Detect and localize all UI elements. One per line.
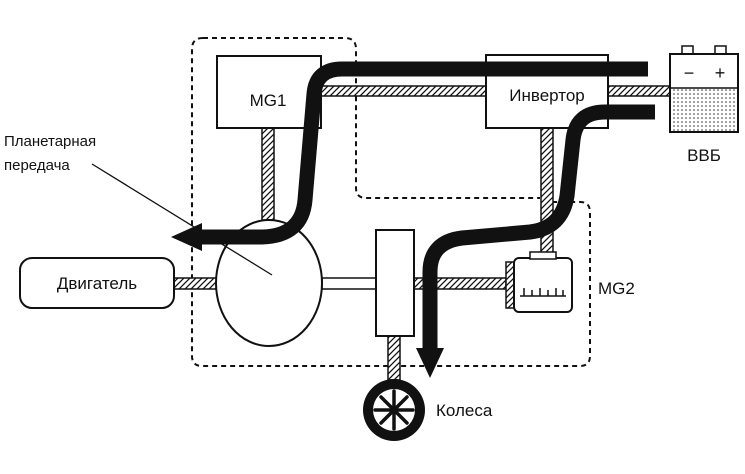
planetary-gear <box>215 219 323 347</box>
mg1-inverter-dashed-boundary <box>203 37 540 199</box>
mg1-label: MG1 <box>250 91 287 110</box>
battery-plus-sign: + <box>715 63 726 83</box>
inverter-battery-link <box>607 85 671 97</box>
inverter-mg2-link <box>540 127 554 261</box>
planetary-label-line2: передача <box>4 157 70 174</box>
flow-arrowhead-down <box>416 348 444 378</box>
reduction-gear <box>375 229 415 337</box>
mg2-motor <box>505 251 573 313</box>
wheel-shaft <box>387 335 401 381</box>
mg2-body <box>513 257 573 313</box>
inverter-label: Инвертор <box>509 86 585 105</box>
flow-arrow-battery-to-planetary <box>200 61 648 245</box>
flow-arrowhead-left <box>171 223 202 251</box>
battery-electrolyte <box>671 88 737 131</box>
mg1-inverter-link <box>319 85 489 97</box>
mg2-terminal <box>529 251 557 260</box>
mg1-shaft <box>261 127 275 221</box>
planetary-output-shaft <box>321 277 377 290</box>
battery-label: ВВБ <box>687 146 721 165</box>
planetary-callout-line <box>91 163 273 276</box>
wheel-icon <box>363 379 425 441</box>
drive-unit-dashed-boundary <box>191 37 591 367</box>
engine-label: Двигатель <box>57 274 137 293</box>
flow-arrow-battery-to-wheels <box>422 104 655 350</box>
mg2-label: MG2 <box>598 279 635 298</box>
planetary-label-line1: Планетарная <box>4 133 96 150</box>
battery: − + <box>669 45 739 133</box>
engine-shaft <box>173 277 221 290</box>
engine-box <box>19 257 175 309</box>
battery-terminal-minus <box>681 45 694 55</box>
battery-terminal-plus <box>714 45 727 55</box>
mg1-box <box>216 55 322 129</box>
battery-minus-sign: − <box>684 63 695 83</box>
wheels-label: Колеса <box>436 401 493 420</box>
